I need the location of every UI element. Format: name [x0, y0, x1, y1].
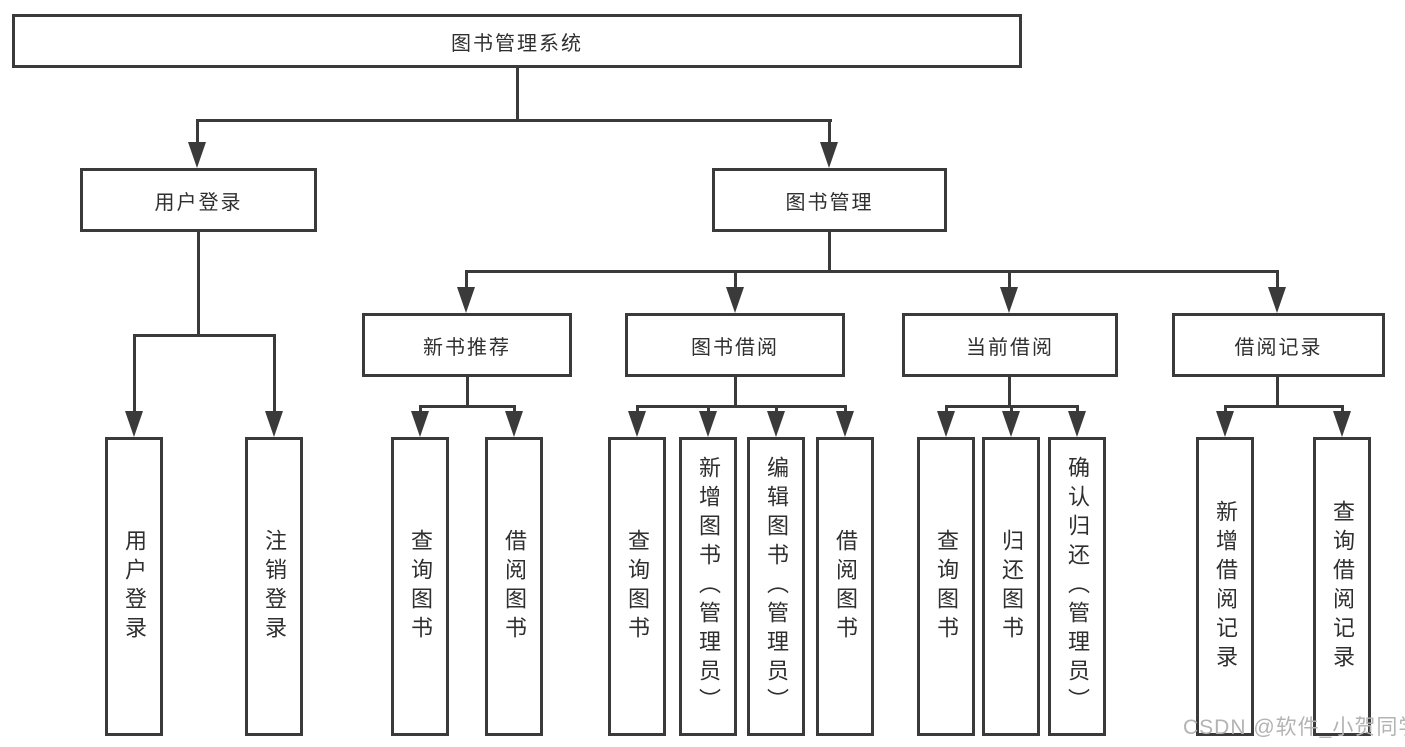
connector-stem — [707, 405, 710, 414]
connector-stem — [1276, 270, 1279, 290]
connector-stem — [636, 405, 639, 414]
arrow-down-icon — [820, 142, 838, 168]
connector-stem — [273, 334, 276, 414]
leaf-user-login: 用户登录 — [105, 437, 163, 736]
arrow-down-icon — [1068, 411, 1086, 437]
leaf-query-books-borrowing: 查询图书 — [608, 437, 666, 736]
leaf-query-books-current: 查询图书 — [917, 437, 975, 736]
connector-branch — [466, 270, 1279, 273]
connector-stem — [197, 232, 200, 337]
arrow-down-icon — [937, 411, 955, 437]
node-book-management: 图书管理 — [712, 168, 947, 232]
arrow-down-icon — [726, 287, 744, 313]
arrow-down-icon — [457, 287, 475, 313]
connector-stem — [466, 377, 469, 408]
leaf-edit-books-admin: 编辑图书（管理员） — [747, 437, 805, 736]
connector-stem — [1008, 377, 1011, 408]
connector-root-branch — [196, 119, 832, 122]
leaf-query-books-recommend: 查询图书 — [391, 437, 449, 736]
connector-stem — [465, 270, 468, 290]
connector-stem — [1010, 405, 1013, 414]
connector-stem — [844, 405, 847, 414]
connector-stem — [945, 405, 948, 414]
leaf-add-borrow-record: 新增借阅记录 — [1196, 437, 1254, 736]
leaf-borrow-books: 借阅图书 — [816, 437, 874, 736]
arrow-down-icon — [188, 142, 206, 168]
csdn-watermark: CSDN @软件_小贺同学 — [1183, 716, 1405, 739]
arrow-down-icon — [1216, 411, 1234, 437]
connector-stem — [828, 232, 831, 273]
arrow-down-icon — [767, 411, 785, 437]
node-user-login: 用户登录 — [80, 168, 317, 232]
connector-stem — [419, 405, 422, 414]
connector-root-stem — [516, 68, 519, 122]
leaf-logout: 注销登录 — [245, 437, 303, 736]
leaf-query-borrow-record: 查询借阅记录 — [1313, 437, 1371, 736]
connector-stem — [734, 377, 737, 408]
leaf-return-books: 归还图书 — [982, 437, 1040, 736]
arrow-down-icon — [699, 411, 717, 437]
connector-stem — [133, 334, 136, 414]
node-current-borrowing: 当前借阅 — [902, 313, 1118, 377]
connector-branch — [134, 334, 276, 337]
connector-stem — [196, 119, 199, 147]
arrow-down-icon — [265, 411, 283, 437]
arrow-down-icon — [1002, 411, 1020, 437]
connector-stem — [1008, 270, 1011, 290]
connector-stem — [1224, 405, 1227, 414]
arrow-down-icon — [836, 411, 854, 437]
arrow-down-icon — [125, 411, 143, 437]
node-new-book-recommend: 新书推荐 — [362, 313, 572, 377]
connector-stem — [1076, 405, 1079, 414]
connector-branch — [1224, 405, 1343, 408]
connector-stem — [513, 405, 516, 414]
connector-stem — [828, 119, 831, 147]
connector-stem — [1341, 405, 1344, 414]
arrow-down-icon — [1333, 411, 1351, 437]
connector-branch — [419, 405, 516, 408]
leaf-add-books-admin: 新增图书（管理员） — [679, 437, 737, 736]
connector-branch — [636, 405, 846, 408]
connector-stem — [1276, 377, 1279, 408]
leaf-borrow-books-recommend: 借阅图书 — [485, 437, 543, 736]
arrow-down-icon — [411, 411, 429, 437]
connector-stem — [734, 270, 737, 290]
node-book-borrowing: 图书借阅 — [625, 313, 845, 377]
arrow-down-icon — [1000, 287, 1018, 313]
arrow-down-icon — [1268, 287, 1286, 313]
arrow-down-icon — [505, 411, 523, 437]
leaf-confirm-return-admin: 确认归还（管理员） — [1048, 437, 1106, 736]
node-borrow-records: 借阅记录 — [1172, 313, 1385, 377]
arrow-down-icon — [628, 411, 646, 437]
node-root: 图书管理系统 — [12, 14, 1022, 68]
connector-stem — [775, 405, 778, 414]
